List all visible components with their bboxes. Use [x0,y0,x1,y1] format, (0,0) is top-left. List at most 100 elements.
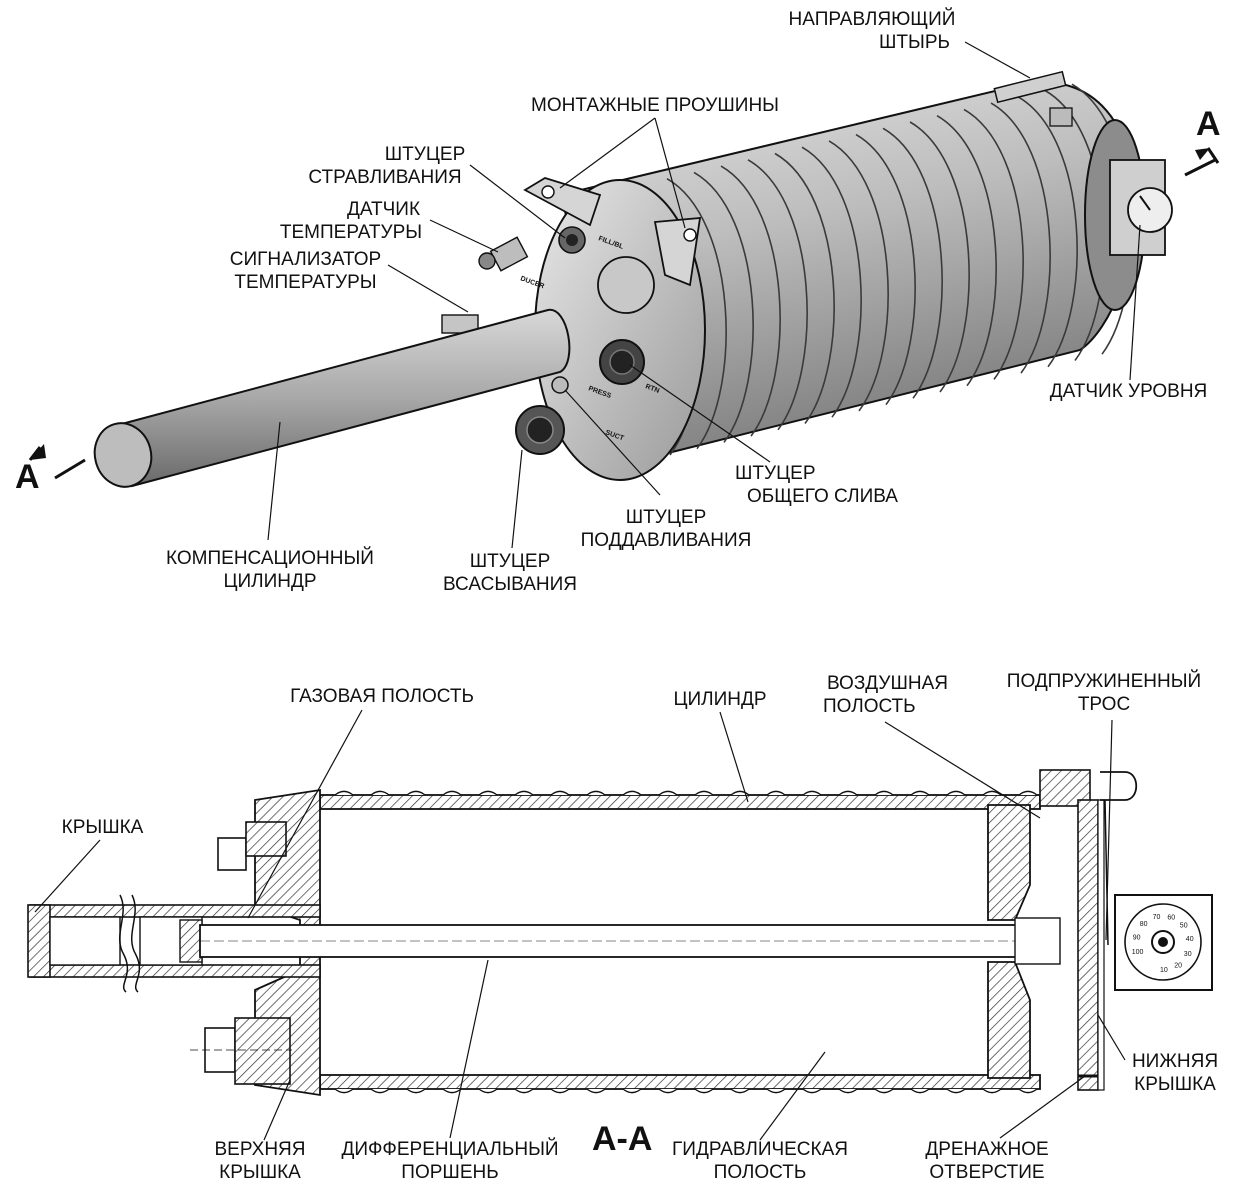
section-arrow-right [1184,147,1220,177]
cylinder-rib [909,121,970,393]
gauge-tick-label: 90 [1133,934,1141,941]
gauge-tick-label: 40 [1186,936,1194,943]
cylinder-bump [910,1088,930,1094]
end-cover [27,904,51,978]
section-marker-left: A [15,458,40,496]
cylinder-bump [334,1088,354,1094]
gauge-tick-label: 80 [1140,921,1148,928]
left-fitting-top [217,837,247,871]
cylinder-bump [370,1088,390,1094]
cylinder-bump [370,790,390,796]
cylinder-rib [747,159,808,431]
cylinder-bump [694,790,714,796]
cylinder-bumps [334,790,1038,1094]
cylinder-rib [720,165,781,437]
guide-pin [993,70,1067,104]
cylinder-rib [666,178,727,450]
break-mark-1 [119,894,129,993]
cylinder-bump [1018,790,1038,796]
cylinder-bump [586,790,606,796]
cylinder-bump [514,1088,534,1094]
cylinder-ribs [639,83,1132,456]
leader-lines-section [34,709,1126,1141]
label-cover: КРЫШКА [61,817,144,838]
gauge-tick-label: 10 [1160,967,1168,974]
cylinder-bump [406,1088,426,1094]
cylinder-bump [730,790,750,796]
cylinder-rib [990,102,1051,374]
cylinder-bump [874,1088,894,1094]
piston-fitting [1014,917,1061,965]
cylinder-rib [1017,96,1078,368]
compensation-cylinder-end [93,422,153,488]
cylinder-wall-top [319,794,1041,810]
leader-lines-3d [267,41,1141,549]
spring-cable [1104,799,1109,946]
cylinder-rib [855,133,916,406]
cylinder-bump [910,790,930,796]
cylinder-bump [478,790,498,796]
cylinder-rib [882,127,943,399]
cylinder-bump [838,790,858,796]
break-mark-2 [131,894,141,993]
lower-cover-section [1077,799,1099,1091]
cylinder-bump [730,1088,750,1094]
cylinder-bump [658,1088,678,1094]
cylinder-bump [838,1088,858,1094]
cylinder-bump [982,790,1002,796]
port-marking-rtn: RTN [644,383,660,394]
cylinder-bump [622,1088,642,1094]
cylinder-bump [442,1088,462,1094]
guide-pin-nut [1049,107,1073,127]
cylinder-bump [802,790,822,796]
section-arrow-left [28,446,86,480]
cylinder-bump [658,790,678,796]
compensation-cylinder [116,308,571,488]
cover-boss [597,256,655,314]
cylinder-bump [874,790,894,796]
gauge-tick-label: 20 [1174,962,1182,969]
cylinder-bump [550,790,570,796]
label-level-sensor: ДАТЧИК УРОВНЯ [1049,381,1208,402]
section-title: A-A [592,1120,652,1158]
cylinder-bump [406,790,426,796]
cylinder-rib [693,171,754,443]
cylinder-bump [946,1088,966,1094]
cylinder-wall-bottom [319,1074,1041,1090]
gauge-tick-label: 60 [1167,914,1175,921]
gauge-tick-label: 100 [1132,949,1144,956]
gauge-tick-label: 70 [1153,914,1161,921]
cylinder-bump [334,790,354,796]
pressurization-fitting [551,376,569,394]
temp-sensor [489,236,529,272]
cylinder-bump [514,790,534,796]
cylinder-bump [478,1088,498,1094]
cylinder-rib [801,146,862,418]
cylinder-bump [586,1088,606,1094]
label-gas-cavity: ГАЗОВАЯ ПОЛОСТЬ [290,686,474,707]
cylinder-rib [936,115,997,387]
cylinder-bump [622,790,642,796]
section-marker-right: A [1196,105,1221,143]
cylinder-bump [1018,1088,1038,1094]
label-mounting-lugs: МОНТАЖНЫЕ ПРОУШИНЫ [531,95,779,116]
spring-cable-loop [1100,771,1138,801]
cylinder-bump [442,790,462,796]
compensation-tube-bottom [29,964,321,978]
